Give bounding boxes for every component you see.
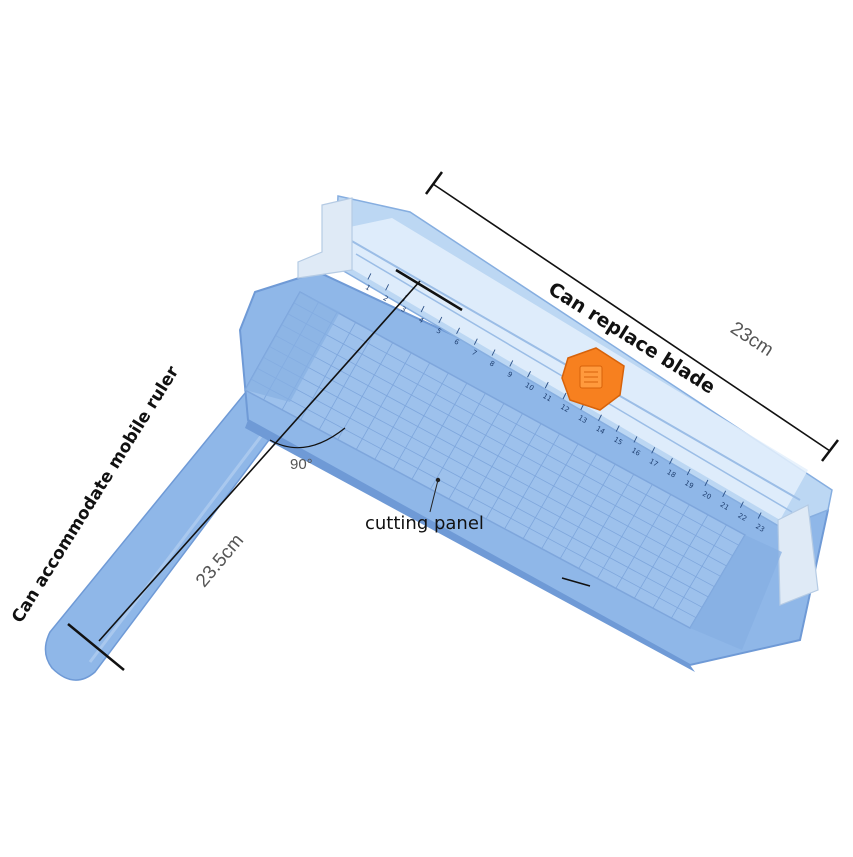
ruler-tick-label: 22 <box>736 512 748 523</box>
ruler-tick-label: 5 <box>435 327 443 336</box>
ruler-tick-label: 16 <box>630 446 642 458</box>
ruler-tick-label: 6 <box>453 338 461 347</box>
grid-line <box>467 413 523 510</box>
mobile-ruler-arm <box>44 364 310 681</box>
grid-line <box>652 514 709 609</box>
ruler-tick <box>633 436 638 443</box>
width-dimension-cap-bottom <box>821 439 839 462</box>
ruler-tick-label: 7 <box>470 349 478 358</box>
grid-line <box>293 302 740 546</box>
ruler-tick-label: 14 <box>594 425 606 437</box>
paper-guide-left <box>245 292 340 402</box>
ruler-tick-label: 23 <box>754 522 766 533</box>
grid-line <box>257 367 703 608</box>
ruler-tick <box>722 490 727 498</box>
ruler-tick-label: 13 <box>577 414 589 425</box>
trimmer-base-edge <box>245 420 695 672</box>
label-angle: 90° <box>290 456 313 473</box>
ruler-tick-label: 10 <box>523 381 535 392</box>
grid-line <box>411 382 468 480</box>
ruler-tick <box>757 512 762 519</box>
ruler-tick <box>385 284 390 291</box>
ruler-tick <box>509 360 514 367</box>
grid-line <box>275 335 721 577</box>
ruler-tick-label: 3 <box>399 305 407 314</box>
grid-line <box>318 332 375 430</box>
ruler-tick-label: 4 <box>417 316 425 325</box>
grid-line <box>337 342 394 440</box>
width-dimension-line <box>432 183 831 452</box>
ruler-tick-label: 19 <box>683 479 695 490</box>
ruler-tick <box>367 273 372 280</box>
ruler-tick-label: 1 <box>364 283 372 292</box>
grid-line <box>355 352 412 450</box>
cutting-panel-grid <box>250 301 740 619</box>
grid-line <box>269 346 715 588</box>
paper-guide-right <box>690 535 782 650</box>
grid-line <box>615 494 672 589</box>
grid-line <box>541 453 598 549</box>
ruler-tick-label: 20 <box>701 490 713 501</box>
ruler-dimension-cap-bottom <box>67 623 125 671</box>
grid-line <box>578 474 635 569</box>
ruler-tick-label: 15 <box>612 435 624 446</box>
ruler-tick <box>420 305 425 313</box>
ruler-tick <box>615 425 620 432</box>
right-angle-arc <box>269 427 346 449</box>
ruler-dimension-line <box>98 280 421 642</box>
grid-line <box>281 324 727 567</box>
panel-center-mark <box>561 577 591 587</box>
track-end-cap-right <box>777 504 819 606</box>
cutting-panel-pointer-dot <box>435 477 441 483</box>
grid-line <box>430 393 486 490</box>
ruler-tick <box>473 338 478 345</box>
ruler-tick <box>456 327 460 334</box>
ruler-tick-label: 12 <box>559 403 571 414</box>
ruler-tick <box>527 371 531 378</box>
grid-line <box>504 433 560 530</box>
track-end-cap-left <box>297 197 353 279</box>
grid-line <box>522 443 579 539</box>
ruler-tick <box>686 468 691 476</box>
ruler-tick <box>669 458 673 465</box>
ruler-tick <box>651 447 656 454</box>
ruler-tick <box>739 501 744 508</box>
label-cutting-panel: cutting panel <box>365 513 484 534</box>
ruler-tick <box>491 349 496 356</box>
ruler-tick <box>544 381 549 389</box>
grid-line <box>596 484 653 579</box>
ruler-tick <box>438 316 443 324</box>
ruler-tick-label: 9 <box>506 370 514 379</box>
grid-line <box>559 463 616 559</box>
width-dimension-cap-top <box>424 171 444 195</box>
grid-line <box>287 313 733 557</box>
grid-line <box>392 372 449 470</box>
blade-carriage <box>561 347 625 411</box>
grid-line <box>263 356 709 598</box>
ruler-tick-label: 8 <box>488 359 496 368</box>
grid-line <box>634 504 690 599</box>
grid-line <box>250 378 697 619</box>
ruler-tick-label: 21 <box>719 501 731 512</box>
ruler-tick-label: 18 <box>665 468 677 479</box>
grid-line <box>374 362 431 460</box>
grid-line <box>485 423 542 520</box>
ruler-tick <box>562 392 567 400</box>
ruler-tick-label: 17 <box>648 457 660 468</box>
ruler-tick <box>704 479 709 487</box>
cutting-panel-pointer <box>429 479 439 513</box>
ruler-tick-label: 2 <box>382 294 390 303</box>
ruler-dimension-cap-top <box>395 268 463 312</box>
grid-line <box>671 524 727 619</box>
ruler-tick-label: 11 <box>541 392 553 403</box>
ruler-tick <box>598 414 602 421</box>
grid-line <box>448 403 505 500</box>
